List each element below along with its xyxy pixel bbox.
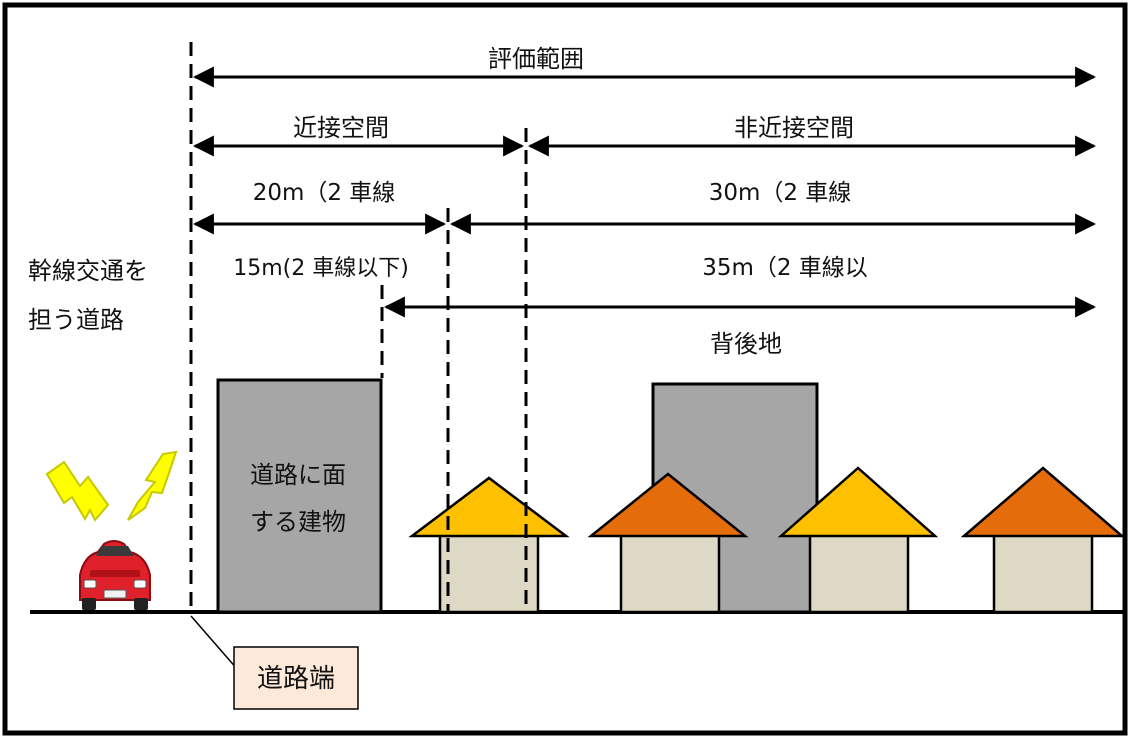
house-wall <box>992 532 1094 614</box>
lightning-right-icon <box>127 450 178 521</box>
house-wall <box>808 532 910 614</box>
evaluation-range-label: 評価範囲 <box>488 45 584 73</box>
house-orange-2 <box>960 466 1126 614</box>
house-roof <box>587 472 749 538</box>
proximity-space-label: 近接空間 <box>293 114 389 142</box>
car-icon <box>79 540 151 610</box>
house-yellow-2 <box>777 466 939 614</box>
width-15m-label: 15m(2 車線以下) <box>233 256 409 281</box>
house-roof <box>408 476 570 538</box>
house-yellow-1 <box>408 476 570 614</box>
road-facing-building-label-line2: する建物 <box>250 508 346 536</box>
width-30m-label: 30m（2 車線 <box>709 180 852 206</box>
road-facing-building <box>216 378 383 614</box>
house-wall <box>619 532 721 614</box>
road-edge-label: 道路端 <box>257 664 335 694</box>
back-land-label: 背後地 <box>710 330 782 358</box>
house-roof <box>960 466 1126 538</box>
road-type-label-line1: 幹線交通を <box>28 257 148 285</box>
width-35m-label: 35m（2 車線以 <box>702 255 868 281</box>
road-edge-callout-leader <box>190 615 239 671</box>
road-type-label-line2: 担う道路 <box>28 306 124 334</box>
non-proximity-space-label: 非近接空間 <box>734 114 854 142</box>
road-edge-callout-box <box>233 646 359 710</box>
house-roof <box>777 466 939 538</box>
house-orange-1 <box>587 472 749 614</box>
road-facing-building-label-line1: 道路に面 <box>250 461 346 489</box>
house-wall <box>438 532 540 614</box>
lightning-left-icon <box>45 460 110 522</box>
width-20m-label: 20m（2 車線 <box>253 180 396 206</box>
